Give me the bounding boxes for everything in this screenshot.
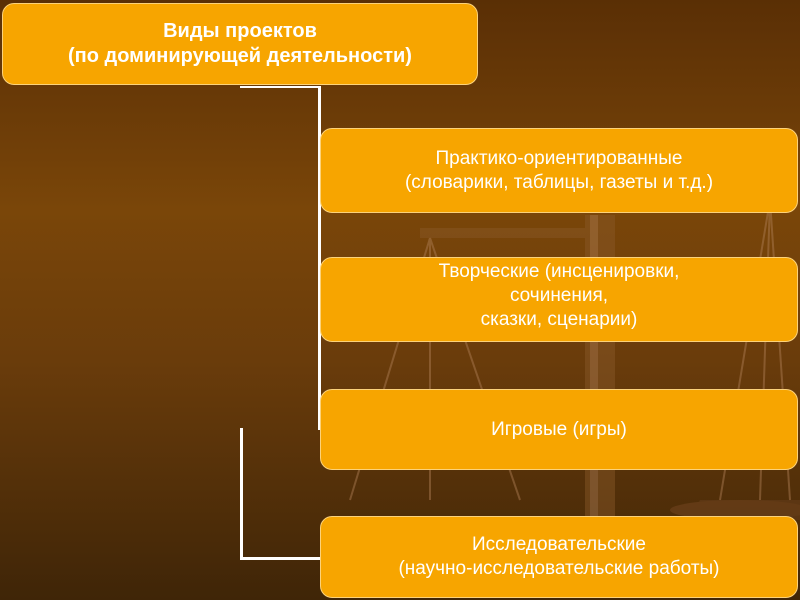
project-type-label: Игровые (игры) bbox=[491, 418, 627, 442]
project-type-box-game: Игровые (игры) bbox=[320, 389, 798, 470]
connector-horizontal-bottom bbox=[240, 557, 321, 560]
connector-vertical-branch bbox=[240, 428, 243, 559]
project-type-label: Исследовательские (научно-исследовательс… bbox=[398, 533, 719, 581]
diagram-title: Виды проектов (по доминирующей деятельно… bbox=[68, 19, 412, 69]
project-type-box-research: Исследовательские (научно-исследовательс… bbox=[320, 516, 798, 598]
project-type-box-creative: Творческие (инсценировки, сочинения, ска… bbox=[320, 257, 798, 342]
connector-horizontal-top bbox=[240, 86, 320, 88]
project-type-box-practice: Практико-ориентированные (словарики, таб… bbox=[320, 128, 798, 213]
diagram-title-box: Виды проектов (по доминирующей деятельно… bbox=[2, 3, 478, 85]
project-type-label: Практико-ориентированные (словарики, таб… bbox=[405, 147, 713, 195]
project-type-label: Творческие (инсценировки, сочинения, ска… bbox=[439, 260, 680, 332]
